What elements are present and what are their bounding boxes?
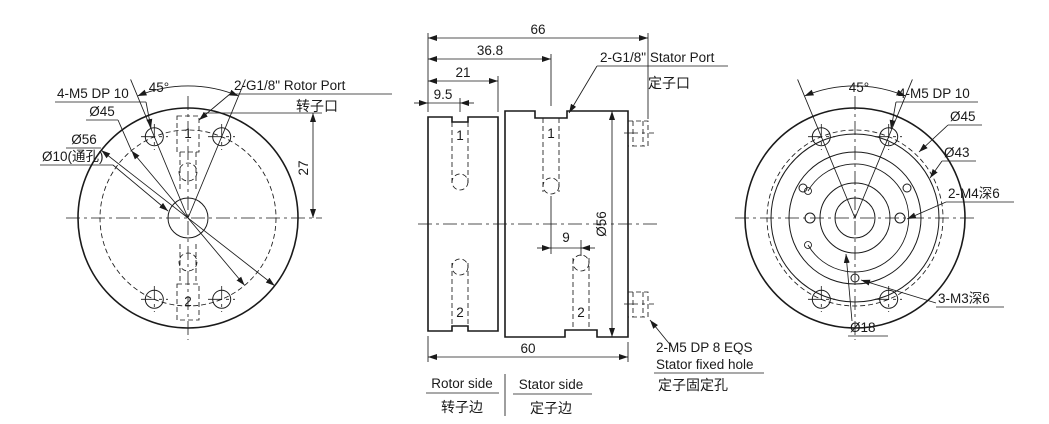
dim-9-5: 9.5 <box>414 87 474 112</box>
left-dia45-label: Ø45 <box>89 104 115 119</box>
dia56-body-label: Ø56 <box>594 211 609 237</box>
rotor-side-label-zh: 转子边 <box>441 399 483 415</box>
stator-port-note: 2-G1/8" Stator Port 定子口 <box>568 50 728 114</box>
stator-side-label-zh: 定子边 <box>530 400 572 416</box>
stator-port1-number: 1 <box>547 126 555 141</box>
right-dia43-circle <box>770 133 940 303</box>
stator-fixed-hole-bottom <box>624 291 654 318</box>
right-m3-holes <box>798 183 912 283</box>
left-port2-number: 2 <box>184 294 192 309</box>
stator-fixed-hole-top <box>624 120 654 147</box>
rotor-port1-number: 1 <box>456 128 464 143</box>
left-dia45-note: Ø45 <box>86 104 132 151</box>
fixed-hole-note-line2: Stator fixed hole <box>656 357 754 372</box>
right-m4-note: 2-M4深6 <box>906 186 1014 220</box>
dim66-label: 66 <box>530 22 545 37</box>
fixed-hole-note-line3: 定子固定孔 <box>658 377 728 393</box>
right-dia18-note: Ø18 <box>843 253 888 337</box>
dim368-label: 36.8 <box>477 43 503 58</box>
left-dia45-line <box>131 150 245 286</box>
right-m4-label: 2-M4深6 <box>948 186 1000 201</box>
right-bolt-note-label: 4-M5 DP 10 <box>898 86 970 101</box>
right-dia45-label: Ø45 <box>950 109 976 124</box>
right-outer-circle <box>744 107 966 329</box>
side-view: 1 2 1 2 <box>414 22 764 416</box>
left-bolt-note: 4-M5 DP 10 <box>55 86 153 129</box>
fixed-hole-note-line1: 2-M5 DP 8 EQS <box>656 340 753 355</box>
dim-36-8: 36.8 <box>428 43 552 106</box>
right-dia45-note: Ø45 <box>918 109 982 153</box>
rotor-port-label-en: 2-G1/8" Rotor Port <box>234 78 346 93</box>
stator-port-label-en: 2-G1/8" Stator Port <box>600 50 715 65</box>
left-bolt-note-label: 4-M5 DP 10 <box>57 86 129 101</box>
left-rotor-port-note: 2-G1/8" Rotor Port 转子口 <box>198 78 392 121</box>
right-boss-circle <box>788 151 922 285</box>
left-dia10-label: Ø10(通孔) <box>42 149 104 164</box>
right-dia43-label: Ø43 <box>944 145 970 160</box>
rotor-port-label-zh: 转子口 <box>296 98 338 114</box>
right-dia18-circle <box>819 182 891 254</box>
right-angle-dimension: 45° <box>797 79 913 219</box>
left-outer-circle <box>77 107 299 329</box>
dim-66: 66 <box>427 22 649 119</box>
left-angle-label: 45° <box>149 80 169 95</box>
left-view: 1 2 45° 4-M5 DP 10 Ø45 <box>40 78 392 340</box>
left-dim-27: 27 <box>203 112 322 218</box>
left-dia56-note: Ø56 <box>66 132 101 149</box>
dim95-label: 9.5 <box>434 87 453 102</box>
stator-body-outline <box>504 110 629 338</box>
right-view: 45° 4-M5 DP 10 Ø45 Ø43 2-M4深6 3-M3深6 <box>735 79 1014 340</box>
side-labels: Rotor side 转子边 Stator side 定子边 <box>426 374 592 416</box>
left-port1-number: 1 <box>184 126 192 141</box>
rotor-port-1: 1 <box>451 122 469 191</box>
stator-port-1: 1 <box>542 118 560 195</box>
left-dia10-note: Ø10(通孔) <box>40 149 169 212</box>
rotor-port2-number: 2 <box>456 305 464 320</box>
stator-port-2: 2 <box>572 254 590 330</box>
rotor-port-2: 2 <box>451 258 469 326</box>
right-m4-holes <box>804 212 906 224</box>
stator-fixed-hole-note: 2-M5 DP 8 EQS Stator fixed hole 定子固定孔 <box>649 319 764 393</box>
dim-60: 60 <box>427 336 629 362</box>
dim60-label: 60 <box>520 341 535 356</box>
right-dia18-label: Ø18 <box>850 320 876 335</box>
right-bolt-note: 4-M5 DP 10 <box>889 86 978 130</box>
right-angle-label: 45° <box>849 80 869 95</box>
right-center-hole <box>834 197 876 239</box>
right-m3-label: 3-M3深6 <box>938 291 990 306</box>
left-dia56-label: Ø56 <box>71 132 97 147</box>
left-bolt-circle <box>99 129 277 307</box>
stator-port-label-zh: 定子口 <box>648 75 690 91</box>
right-bolt-circle <box>766 129 944 307</box>
stator-port2-number: 2 <box>577 305 585 320</box>
dim9-label: 9 <box>562 230 570 245</box>
dim21-label: 21 <box>455 65 470 80</box>
rotor-side-label-en: Rotor side <box>431 376 493 391</box>
right-m3-note: 3-M3深6 <box>860 279 1004 308</box>
left-dim27-label: 27 <box>296 160 311 175</box>
stator-side-label-en: Stator side <box>519 377 584 392</box>
dim-dia56-body: Ø56 <box>594 111 615 337</box>
dim-21: 21 <box>428 65 499 112</box>
right-dia43-note: Ø43 <box>929 145 976 179</box>
dim-9: 9 <box>537 196 595 256</box>
